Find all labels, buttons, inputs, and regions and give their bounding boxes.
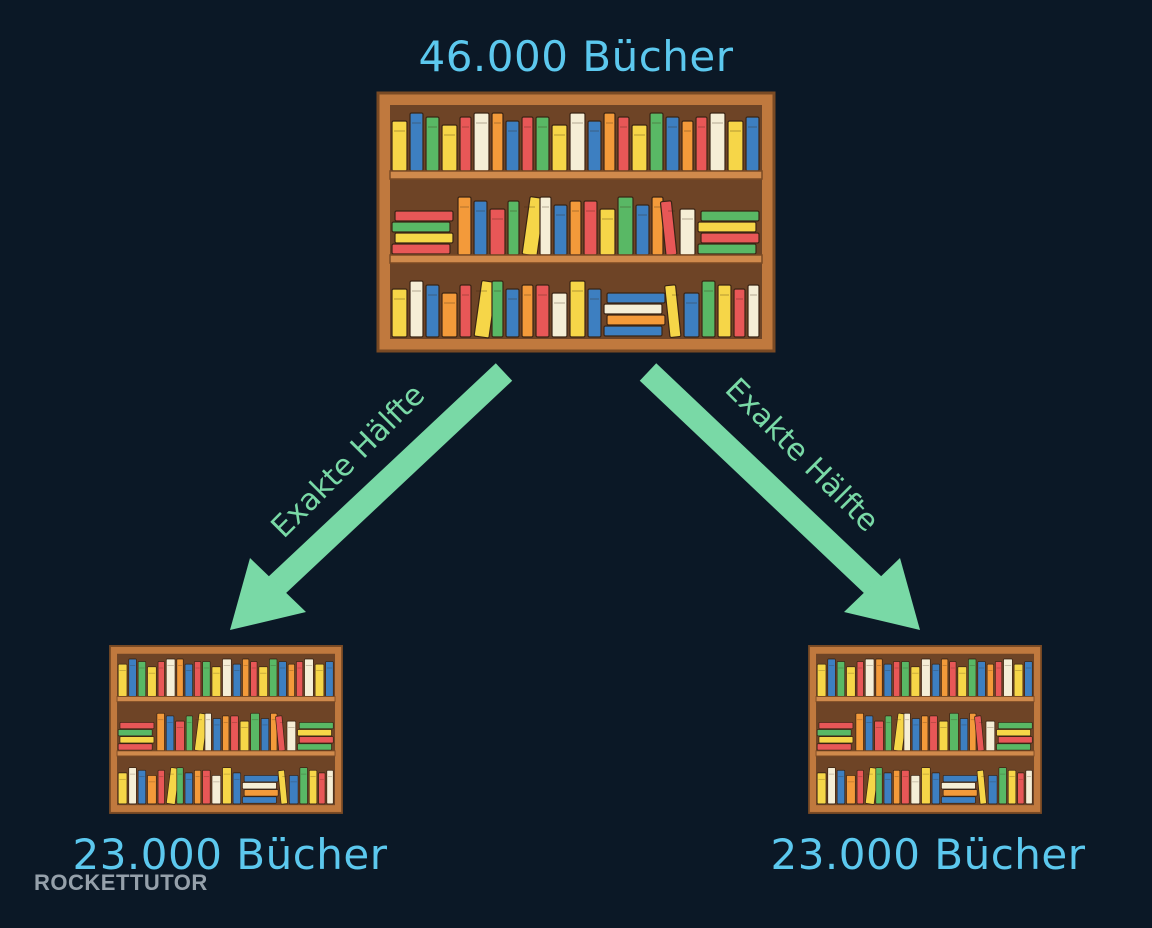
top-book-count: 46.000 Bücher: [418, 32, 734, 81]
arrow-down-left-icon: [230, 363, 513, 630]
left-book-count: 23.000 Bücher: [72, 830, 388, 879]
arrow-down-right-icon: [639, 363, 920, 630]
bookshelf-icon: [808, 645, 1043, 814]
watermark-logo: ROCKETTUTOR: [34, 870, 208, 895]
bookshelf-icon: [109, 645, 344, 814]
bookshelf-icon: [376, 91, 776, 353]
right-book-count: 23.000 Bücher: [770, 830, 1086, 879]
